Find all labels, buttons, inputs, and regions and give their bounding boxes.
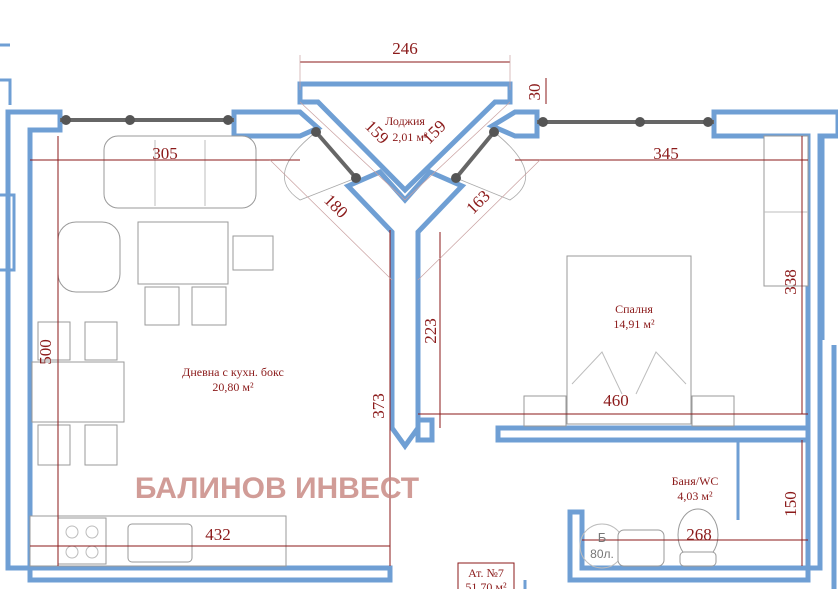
room-bath-area: 4,03 м² [677, 489, 713, 503]
dim-door-left: 180 [320, 190, 351, 221]
dim-living-height: 500 [36, 339, 55, 365]
apartment-box [457, 562, 515, 589]
apartment-area: 51,70 м² [465, 580, 507, 589]
brand-watermark: БАЛИНОВ ИНВЕСТ [135, 472, 419, 505]
loggia-doors[interactable] [283, 127, 527, 201]
dim-living-bottom: 432 [205, 525, 231, 544]
room-bath-name: Баня/WC [672, 474, 719, 488]
dim-bedroom-bottom: 460 [603, 391, 629, 410]
dim-bath-height: 150 [781, 491, 800, 517]
dim-bath-width: 268 [686, 525, 712, 544]
dim-bedroom-right: 338 [781, 269, 800, 295]
apartment-label: Ат. №7 [468, 566, 504, 580]
boiler-label: Б [598, 530, 607, 545]
dimension-labels: 246 30 159 159 305 345 180 163 500 373 2… [36, 39, 800, 544]
room-bedroom-area: 14,91 м² [613, 317, 655, 331]
room-living-name: Дневна с кухн. бокс [182, 365, 284, 379]
boiler-volume: 80л. [590, 547, 614, 561]
room-labels: Лоджия 2,01 м² Спалня 14,91 м² Дневна с … [182, 114, 718, 589]
dim-living-right: 373 [369, 393, 388, 419]
dimension-lines [30, 55, 808, 566]
room-loggia-name: Лоджия [385, 114, 425, 128]
furniture [29, 135, 809, 569]
dim-loggia-width: 246 [392, 39, 418, 58]
dim-bedroom-top: 345 [653, 144, 679, 163]
windows [60, 115, 714, 127]
room-bedroom-name: Спалня [615, 302, 653, 316]
room-loggia-area: 2,01 м² [392, 130, 428, 144]
dim-loggia-depth: 30 [525, 84, 544, 101]
dim-bedroom-left: 223 [421, 318, 440, 344]
dim-living-top: 305 [152, 144, 178, 163]
room-living-area: 20,80 м² [212, 380, 254, 394]
